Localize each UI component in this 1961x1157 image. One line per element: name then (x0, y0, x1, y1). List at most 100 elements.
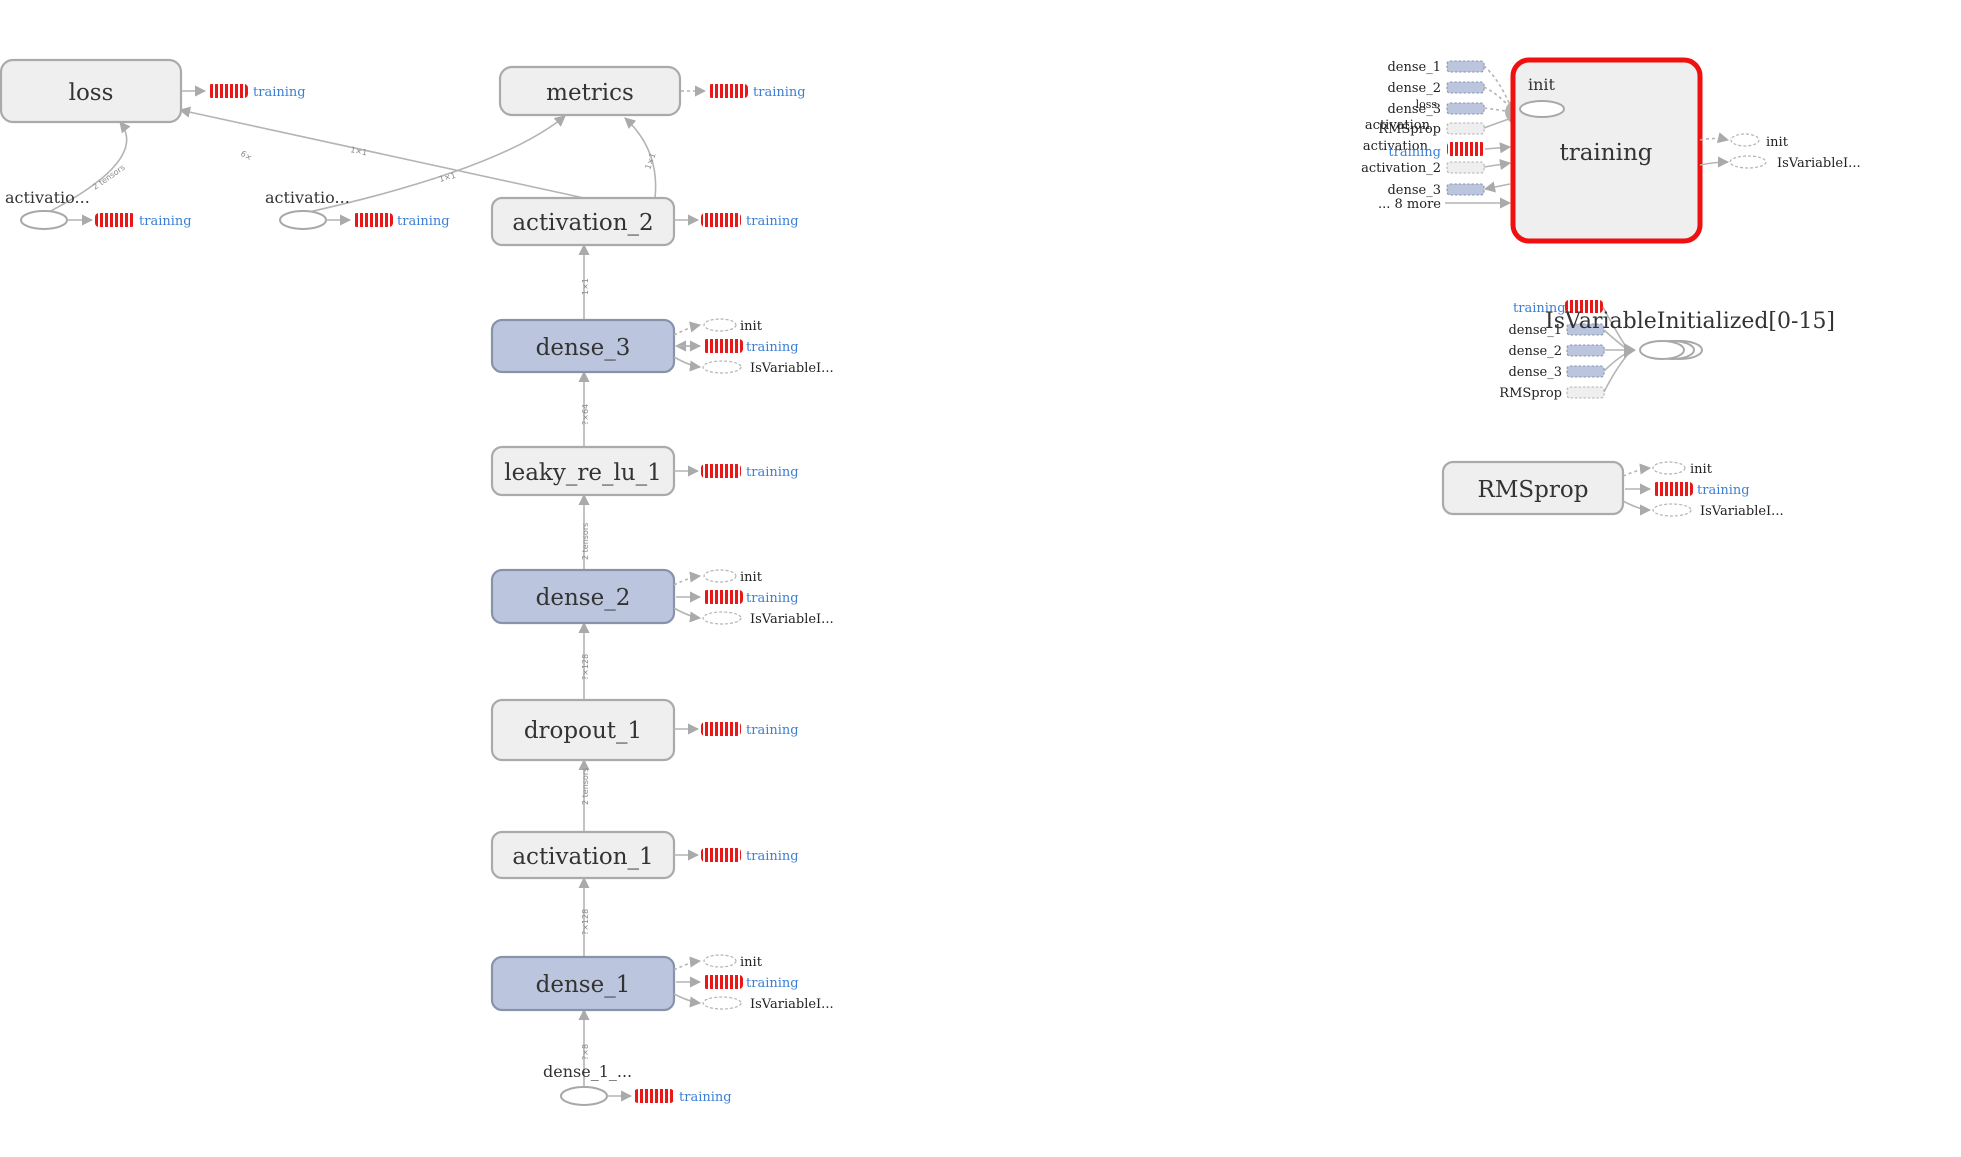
training-link[interactable]: training (253, 85, 306, 100)
node-label: metrics (546, 80, 634, 106)
edge-label: 1×1 (581, 278, 590, 295)
input-label: loss (1416, 98, 1438, 111)
node-dropout-1[interactable]: dropout_1 (490, 698, 676, 762)
input-label: RMSprop (1378, 122, 1441, 137)
training-link[interactable]: training (746, 591, 799, 606)
node-leaky-re-lu-1[interactable]: leaky_re_lu_1 (490, 445, 676, 497)
input-label: activation (1363, 139, 1429, 154)
node-dense-1[interactable]: dense_1 (490, 955, 676, 1012)
training-ref-loss[interactable]: training (181, 84, 306, 100)
training-chip (1653, 482, 1693, 496)
training-ref-leaky[interactable]: training (674, 464, 799, 480)
edge-act2-metrics (624, 117, 657, 199)
input-label: dense_3 (1387, 102, 1441, 117)
isvar-label: IsVariableI... (750, 361, 834, 376)
training-chip (95, 213, 135, 227)
training-ref-metrics[interactable]: training (681, 84, 806, 100)
node-activation-2[interactable]: activation_2 (490, 196, 676, 247)
node-label: activation_2 (512, 210, 653, 236)
training-chip (701, 213, 741, 227)
isvar-label: IsVariableI... (750, 997, 834, 1012)
aux-dense-2: init training IsVariableI... (673, 569, 834, 627)
training-link[interactable]: training (679, 1090, 732, 1105)
node-dense-1-input[interactable]: dense_1_... training (543, 1062, 732, 1106)
node-training-selected[interactable]: init training (1510, 57, 1703, 244)
training-link[interactable]: training (139, 214, 192, 229)
output-label: IsVariableI... (1777, 156, 1861, 171)
aux-dense-1: init training IsVariableI... (673, 954, 834, 1012)
node-isvariableinitialized[interactable]: training dense_1 dense_2 dense_3 RMSprop… (1499, 300, 1835, 401)
edge-label: ?×128 (581, 654, 590, 680)
edge-label: 6× (239, 149, 254, 163)
training-link[interactable]: training (397, 214, 450, 229)
node-activation-a[interactable]: activatio... training (5, 188, 192, 230)
output-label: init (1766, 135, 1789, 150)
training-ref-activation-1[interactable]: training (674, 848, 799, 864)
node-label: RMSprop (1478, 477, 1589, 503)
node-label: activatio... (265, 188, 350, 207)
node-activation-b[interactable]: activatio... training (265, 188, 450, 230)
edge-act2-loss (178, 106, 585, 199)
edge-label: 1×1 (643, 152, 657, 171)
input-label: activation_2 (1361, 161, 1441, 176)
node-label: activation_1 (512, 844, 653, 870)
node-label: dense_1 (536, 972, 631, 998)
node-label: IsVariableInitialized[0-15] (1545, 309, 1835, 334)
training-ref-dropout[interactable]: training (674, 722, 799, 738)
training-link[interactable]: training (746, 723, 799, 738)
input-label: dense_2 (1508, 344, 1562, 359)
input-label: dense_1 (1387, 60, 1441, 75)
edge-label: 2 tensors (581, 523, 590, 560)
training-chip (634, 1089, 674, 1103)
training-link[interactable]: training (746, 214, 799, 229)
node-label: dense_1_... (543, 1062, 632, 1081)
node-label: loss (69, 80, 114, 106)
training-link[interactable]: training (746, 340, 799, 355)
init-label: init (1690, 462, 1713, 477)
chain-edges (44, 106, 657, 1100)
node-dense-2[interactable]: dense_2 (490, 568, 676, 625)
training-link[interactable]: training (1697, 483, 1750, 498)
input-label: dense_1 (1508, 323, 1562, 338)
edge-label: 2 tensors (581, 768, 590, 805)
training-chip (701, 464, 741, 478)
training-chip (701, 848, 741, 862)
training-link[interactable]: training (746, 976, 799, 991)
init-label: init (740, 955, 763, 970)
init-label: init (740, 319, 763, 334)
input-label: training (1513, 301, 1566, 316)
edge-label: 1×1 (350, 145, 368, 157)
input-label: RMSprop (1499, 386, 1562, 401)
node-label: dense_2 (536, 585, 631, 611)
edge-actA-loss (44, 121, 131, 215)
edge-label: 1×1 (438, 171, 457, 184)
training-chip (208, 84, 248, 98)
node-label: activatio... (5, 188, 90, 207)
training-link[interactable]: training (746, 849, 799, 864)
input-label: dense_3 (1387, 183, 1441, 198)
edge-label: ?×128 (581, 909, 590, 935)
node-loss[interactable]: loss (0, 58, 183, 124)
isvar-label: IsVariableI... (1700, 504, 1784, 519)
training-chip (708, 84, 748, 98)
training-outputs: init IsVariableI... (1699, 132, 1861, 171)
node-activation-1[interactable]: activation_1 (490, 830, 676, 880)
training-link[interactable]: training (753, 85, 806, 100)
node-label: leaky_re_lu_1 (504, 460, 662, 486)
training-chip (703, 975, 743, 989)
training-link[interactable]: training (746, 465, 799, 480)
node-metrics[interactable]: metrics (498, 65, 682, 117)
edge-label: ?×64 (581, 404, 590, 425)
training-ref-activation-2[interactable]: training (674, 213, 799, 229)
edge-label: 2 tensors (91, 163, 127, 192)
node-rmsprop[interactable]: RMSprop (1441, 460, 1625, 516)
aux-dense-3: init training IsVariableI... (673, 318, 834, 376)
edge-label: ?×8 (581, 1044, 590, 1060)
input-label: dense_2 (1387, 81, 1441, 96)
training-inputs: dense_1 dense_2 dense_3 loss RMSprop act… (1361, 60, 1513, 212)
init-label: init (740, 570, 763, 585)
node-dense-3[interactable]: dense_3 (490, 318, 676, 374)
init-label: init (1528, 75, 1556, 94)
training-chip (701, 722, 741, 736)
